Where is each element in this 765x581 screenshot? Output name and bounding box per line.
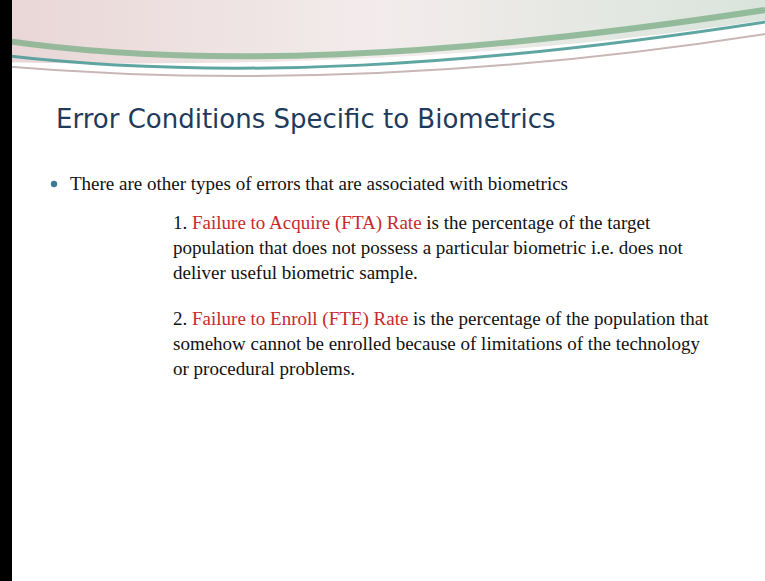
slide-title: Error Conditions Specific to Biometrics [56, 104, 556, 134]
top-band [0, 0, 765, 64]
term: Failure to Acquire (FTA) Rate [192, 212, 422, 233]
bullet-text: There are other types of errors that are… [70, 171, 690, 196]
thin-swoosh [0, 34, 765, 76]
item-number: 2. [173, 308, 187, 329]
definition-item: 2.Failure to Enroll (FTE) Rateis the per… [173, 306, 713, 381]
term: Failure to Enroll (FTE) Rate [192, 308, 408, 329]
item-number: 1. [173, 212, 187, 233]
left-border [0, 0, 12, 581]
teal-swoosh [0, 22, 765, 68]
definition-item: 1.Failure to Acquire (FTA) Rateis the pe… [173, 210, 713, 285]
bullet-dot [51, 181, 57, 187]
